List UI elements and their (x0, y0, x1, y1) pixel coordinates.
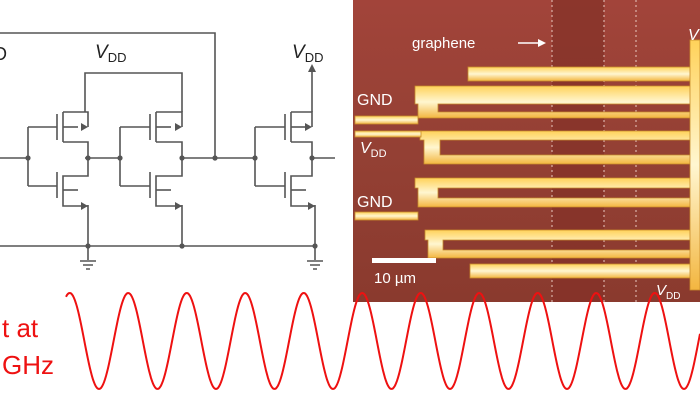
gnd-label-top: GND (357, 92, 393, 109)
micrograph: graphene GND VDD GND V VDD 10 µm (353, 0, 700, 302)
graphene-label: graphene (412, 35, 475, 52)
scale-bar-label: 10 µm (374, 270, 416, 287)
ground-symbol-left (80, 260, 96, 270)
vdd-label-mid: VDD (95, 42, 126, 65)
vdd-label-right: VDD (292, 42, 323, 65)
transistor-arrows (81, 123, 315, 210)
vdd-label-micrograph: VDD (360, 140, 387, 160)
inverter-stage-1 (27, 111, 89, 207)
junction-dots (25, 155, 318, 249)
vdd-label-bottom-right: VDD (656, 282, 680, 302)
output-sine-wave (65, 291, 700, 391)
output-label-line2: GHz (2, 350, 54, 380)
vdd-label-left-cut: D (0, 44, 7, 64)
ground-symbol-right (307, 260, 323, 270)
gnd-label-bottom: GND (357, 194, 393, 211)
inverter-stage-2 (119, 111, 183, 207)
vdd-arrow-right (308, 64, 316, 72)
electrode-fingers (354, 39, 700, 291)
inverter-stage-3 (254, 111, 315, 207)
vdd-rail-mid (84, 72, 183, 112)
ring-oscillator-schematic (0, 32, 335, 270)
feedback-wire (0, 32, 216, 158)
output-label-line1: t at (2, 313, 39, 343)
scale-bar (372, 258, 436, 263)
vdd-label-top-right-cut: V (688, 27, 700, 44)
graphene-arrow (518, 39, 546, 47)
